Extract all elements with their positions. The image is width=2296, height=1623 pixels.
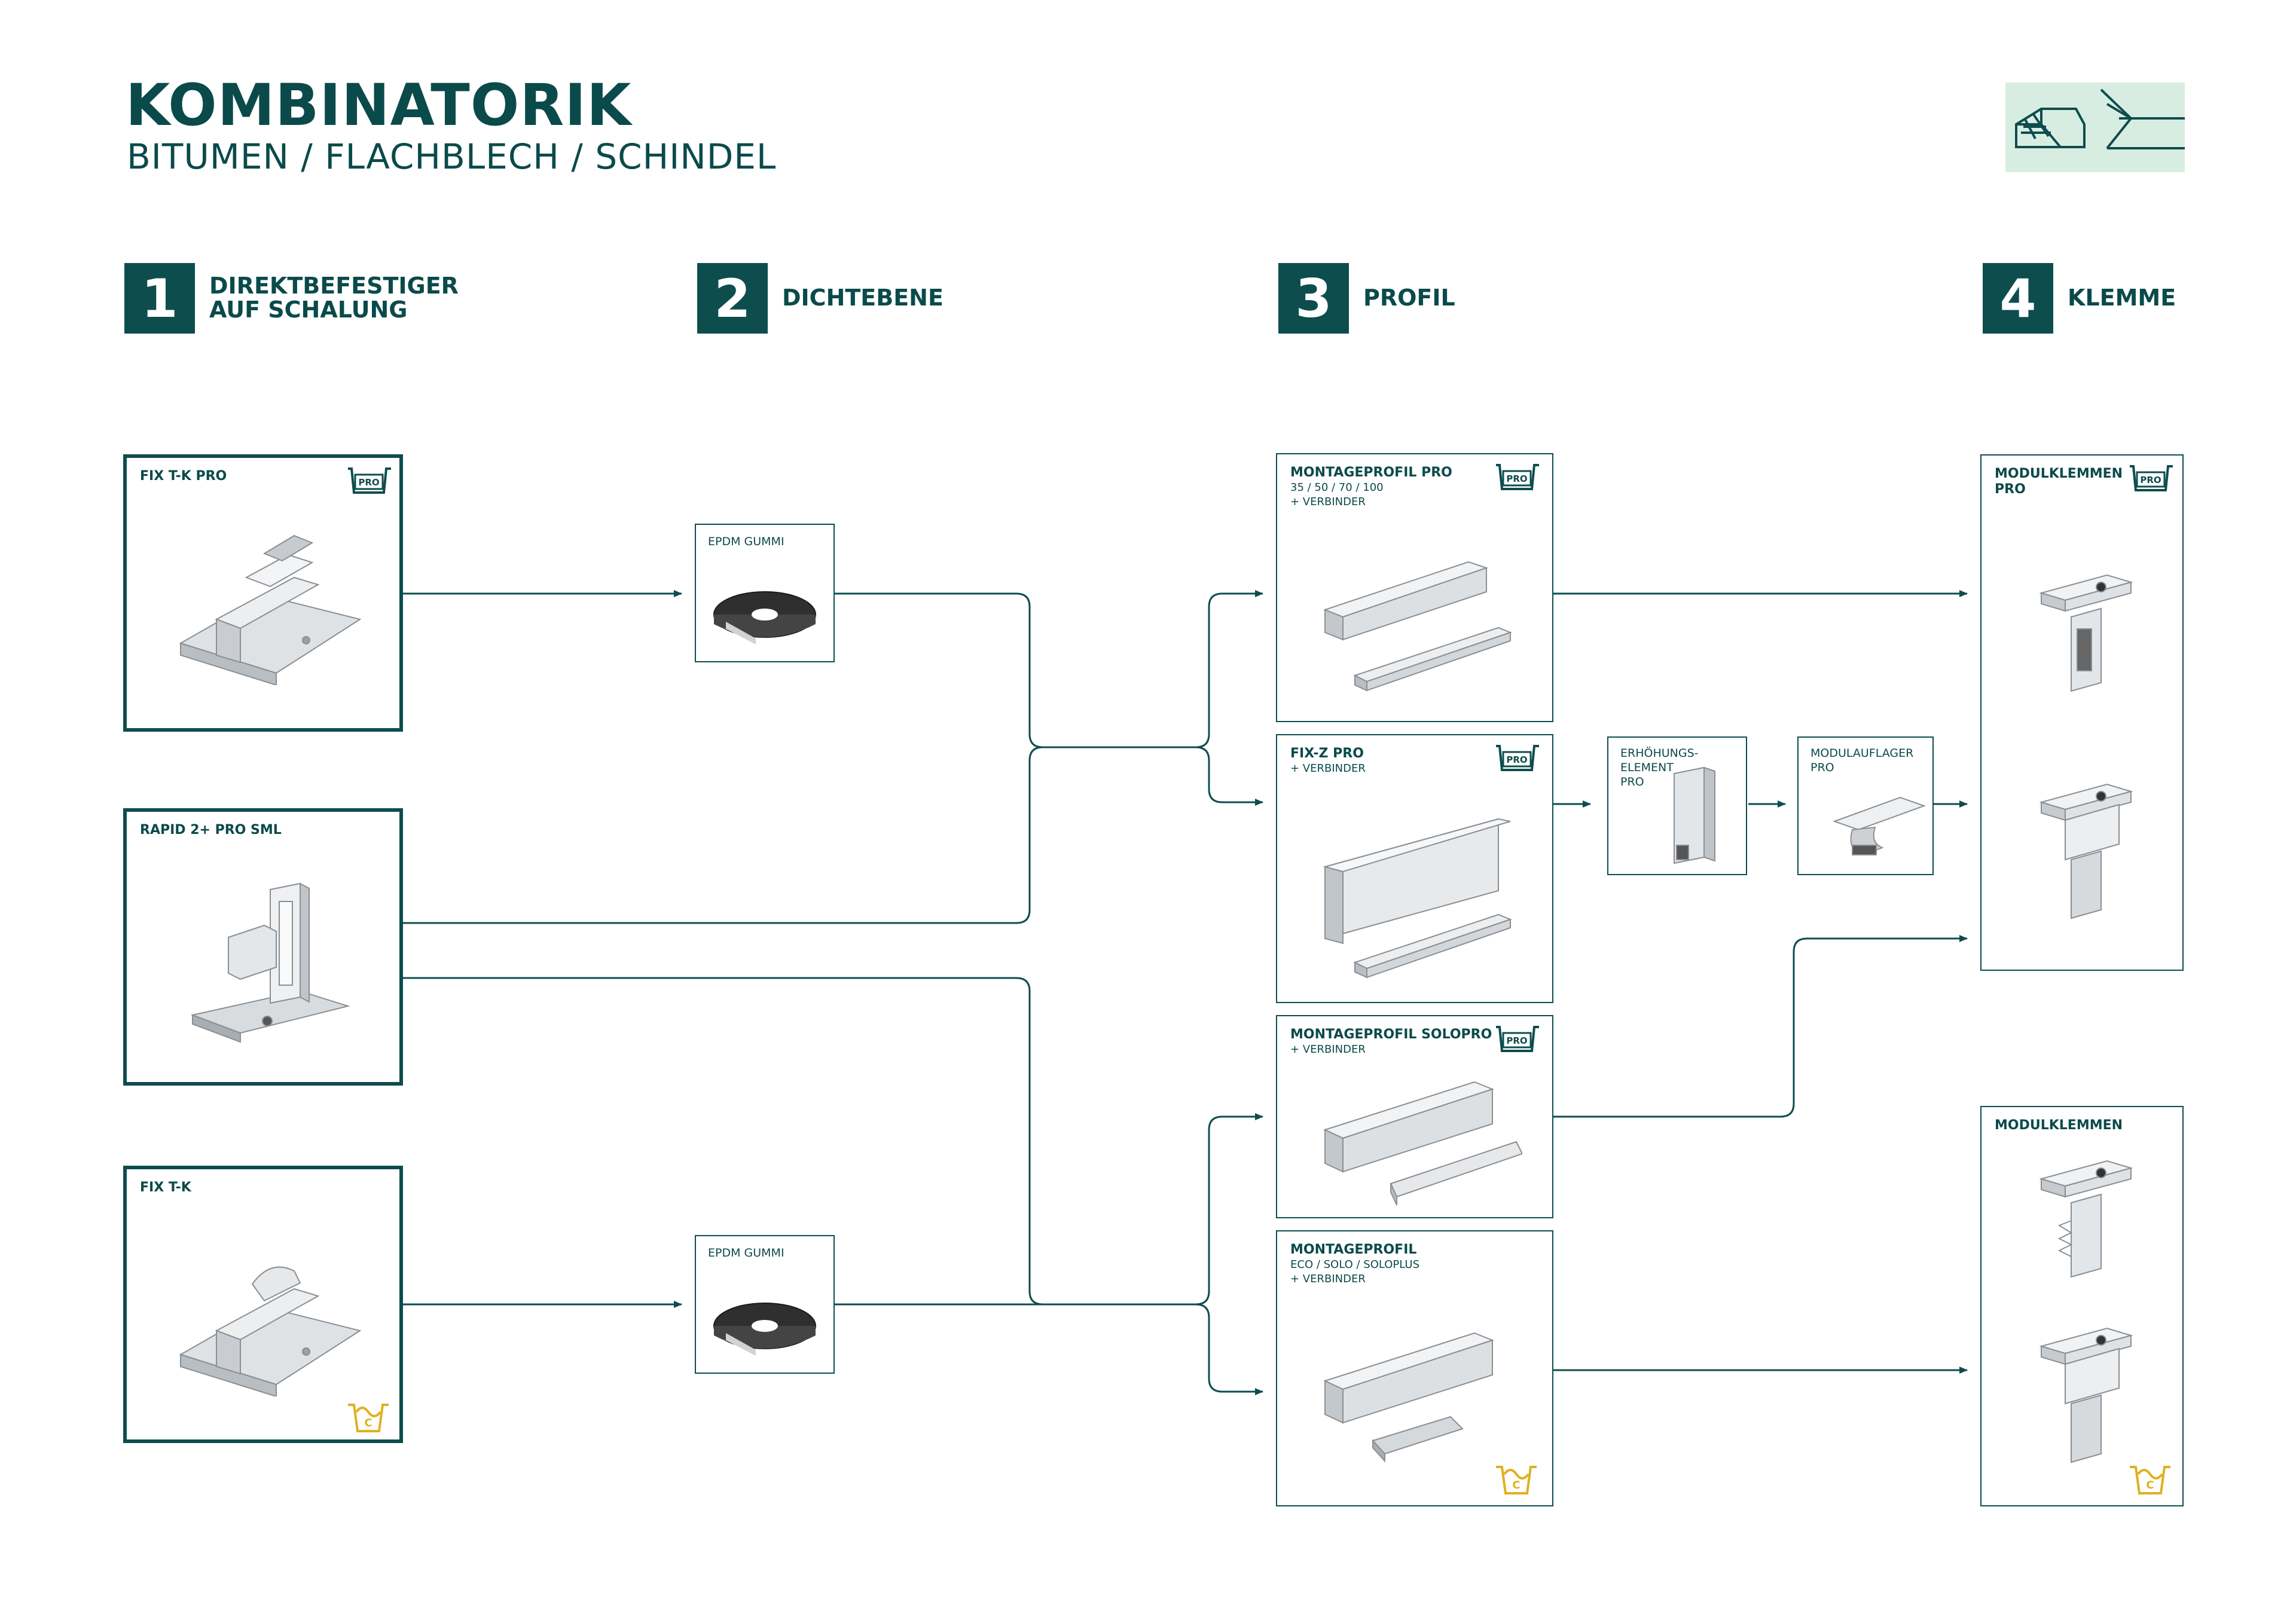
pro-badge-icon: PRO — [2127, 464, 2175, 496]
card-title: MONTAGEPROFIL PRO — [1290, 465, 1452, 480]
card-title: RAPID 2+ PRO SML — [140, 823, 282, 838]
line-merge-profile1 — [1195, 590, 1263, 748]
card-title: MONTAGEPROFIL SOLOPRO — [1290, 1027, 1492, 1042]
card-fix-tk[interactable]: FIX T-K C — [123, 1166, 403, 1443]
card-title: FIX T-K PRO — [140, 469, 227, 484]
card-title-line1: MODULKLEMMEN — [1995, 466, 2123, 481]
line-merge2-montageprofil — [1195, 1303, 1263, 1395]
step-3-label: PROFIL — [1363, 285, 1455, 311]
card-subtitle: 35 / 50 / 70 / 100 — [1290, 481, 1384, 494]
card-title-line1: ERHÖHUNGS- — [1620, 747, 1699, 760]
step-1-label: DIREKTBEFESTIGER AUF SCHALUNG — [209, 274, 459, 322]
card-title-line3: PRO — [1620, 775, 1644, 788]
montageprofil-solopro-image — [1319, 1064, 1523, 1210]
card-subtitle: + VERBINDER — [1290, 762, 1366, 775]
svg-text:PRO: PRO — [1506, 754, 1527, 765]
card-fix-tk-pro[interactable]: FIX T-K PRO PRO — [123, 454, 403, 732]
roof-panel-icon — [2005, 82, 2095, 172]
card-epdm-gummi-2[interactable]: EPDM GUMMI — [695, 1235, 835, 1374]
card-montageprofil-solopro[interactable]: MONTAGEPROFIL SOLOPRO + VERBINDER PRO — [1276, 1015, 1553, 1218]
step-1-label-line1: DIREKTBEFESTIGER — [209, 273, 459, 299]
line-epdm1-merge — [835, 592, 1196, 748]
card-title: EPDM GUMMI — [708, 1246, 784, 1260]
card-modulauflager-pro[interactable]: MODULAUFLAGER PRO — [1797, 736, 1934, 875]
card-title: MONTAGEPROFIL — [1290, 1242, 1417, 1257]
card-title-line1: MODULAUFLAGER — [1810, 747, 1914, 760]
line-merge2-solopro — [1195, 1113, 1263, 1306]
card-modulklemmen-pro[interactable]: MODULKLEMMEN PRO PRO — [1980, 454, 2184, 971]
page-subtitle: BITUMEN / FLACHBLECH / SCHINDEL — [127, 136, 777, 177]
card-title: EPDM GUMMI — [708, 535, 784, 548]
epdm-roll-image — [708, 579, 828, 647]
page-title: KOMBINATORIK — [126, 72, 632, 139]
step-2-label: DICHTEBENE — [782, 285, 944, 311]
card-montageprofil-pro[interactable]: MONTAGEPROFIL PRO 35 / 50 / 70 / 100 + V… — [1276, 453, 1553, 722]
cs-badge-icon: C — [1494, 1461, 1539, 1499]
svg-text:PRO: PRO — [358, 477, 379, 488]
card-title: FIX-Z PRO — [1290, 746, 1364, 761]
erhoehungselement-image — [1668, 762, 1728, 872]
montageprofil-pro-image — [1319, 538, 1522, 702]
line-solopro-clampspro — [1553, 935, 1968, 1118]
step-2-number: 2 — [697, 263, 768, 334]
roof-section-icon — [2095, 82, 2185, 172]
card-title: ERHÖHUNGS- ELEMENT PRO — [1620, 746, 1699, 789]
card-rapid-2-pro-sml[interactable]: RAPID 2+ PRO SML — [123, 808, 403, 1086]
card-subtitle: + VERBINDER — [1290, 1273, 1366, 1285]
modulauflager-image — [1828, 785, 1930, 866]
card-title-line2: PRO — [1810, 761, 1834, 774]
card-subtitle: + VERBINDER — [1290, 496, 1366, 508]
step-1-number: 1 — [124, 263, 195, 334]
pro-badge-icon: PRO — [1494, 744, 1541, 776]
card-title-line2: PRO — [1995, 482, 2026, 497]
card-subtitle: ECO / SOLO / SOLOPLUS — [1290, 1258, 1420, 1271]
rapid-2-pro-sml-image — [181, 878, 360, 1059]
line-merge-fixz — [1195, 746, 1263, 806]
svg-text:PRO: PRO — [1506, 473, 1527, 484]
card-epdm-gummi-1[interactable]: EPDM GUMMI — [695, 524, 835, 662]
clamp-pro-middle-image — [2035, 569, 2137, 703]
line-rapid-merge — [403, 746, 1043, 924]
svg-text:PRO: PRO — [1506, 1035, 1527, 1046]
fix-tk-pro-image — [175, 530, 366, 687]
card-title: MODULKLEMMEN PRO — [1995, 466, 2123, 497]
svg-text:C: C — [1512, 1479, 1520, 1491]
fix-tk-image — [175, 1241, 366, 1399]
card-erhoehungselement-pro[interactable]: ERHÖHUNGS- ELEMENT PRO — [1607, 736, 1747, 875]
card-subtitle: + VERBINDER — [1290, 1043, 1366, 1056]
card-title: MODULKLEMMEN — [1995, 1118, 2123, 1133]
step-4-number: 4 — [1983, 263, 2053, 334]
card-fix-z-pro[interactable]: FIX-Z PRO + VERBINDER PRO — [1276, 734, 1553, 1003]
fix-z-pro-image — [1319, 801, 1522, 989]
step-1-label-line2: AUF SCHALUNG — [209, 297, 408, 323]
clamp-middle-image — [2035, 1155, 2137, 1289]
pro-badge-icon: PRO — [1494, 463, 1541, 495]
cs-badge-icon: C — [2127, 1461, 2173, 1499]
clamp-pro-end-image — [2035, 778, 2137, 924]
cs-badge-icon: C — [346, 1399, 391, 1437]
svg-text:PRO: PRO — [2140, 475, 2161, 485]
card-modulklemmen[interactable]: MODULKLEMMEN C — [1980, 1106, 2184, 1506]
clamp-end-image — [2035, 1322, 2137, 1468]
step-3-number: 3 — [1278, 263, 1349, 334]
card-montageprofil[interactable]: MONTAGEPROFIL ECO / SOLO / SOLOPLUS + VE… — [1276, 1230, 1553, 1506]
epdm-roll-image — [708, 1290, 828, 1358]
card-title: FIX T-K — [140, 1180, 191, 1195]
svg-text:C: C — [364, 1417, 372, 1429]
montageprofil-image — [1319, 1315, 1522, 1473]
card-title-line2: ELEMENT — [1620, 761, 1674, 774]
step-4-label: KLEMME — [2068, 285, 2176, 311]
pro-badge-icon: PRO — [346, 466, 393, 499]
pro-badge-icon: PRO — [1494, 1025, 1541, 1057]
card-title: MODULAUFLAGER PRO — [1810, 746, 1913, 775]
svg-text:C: C — [2146, 1479, 2154, 1491]
